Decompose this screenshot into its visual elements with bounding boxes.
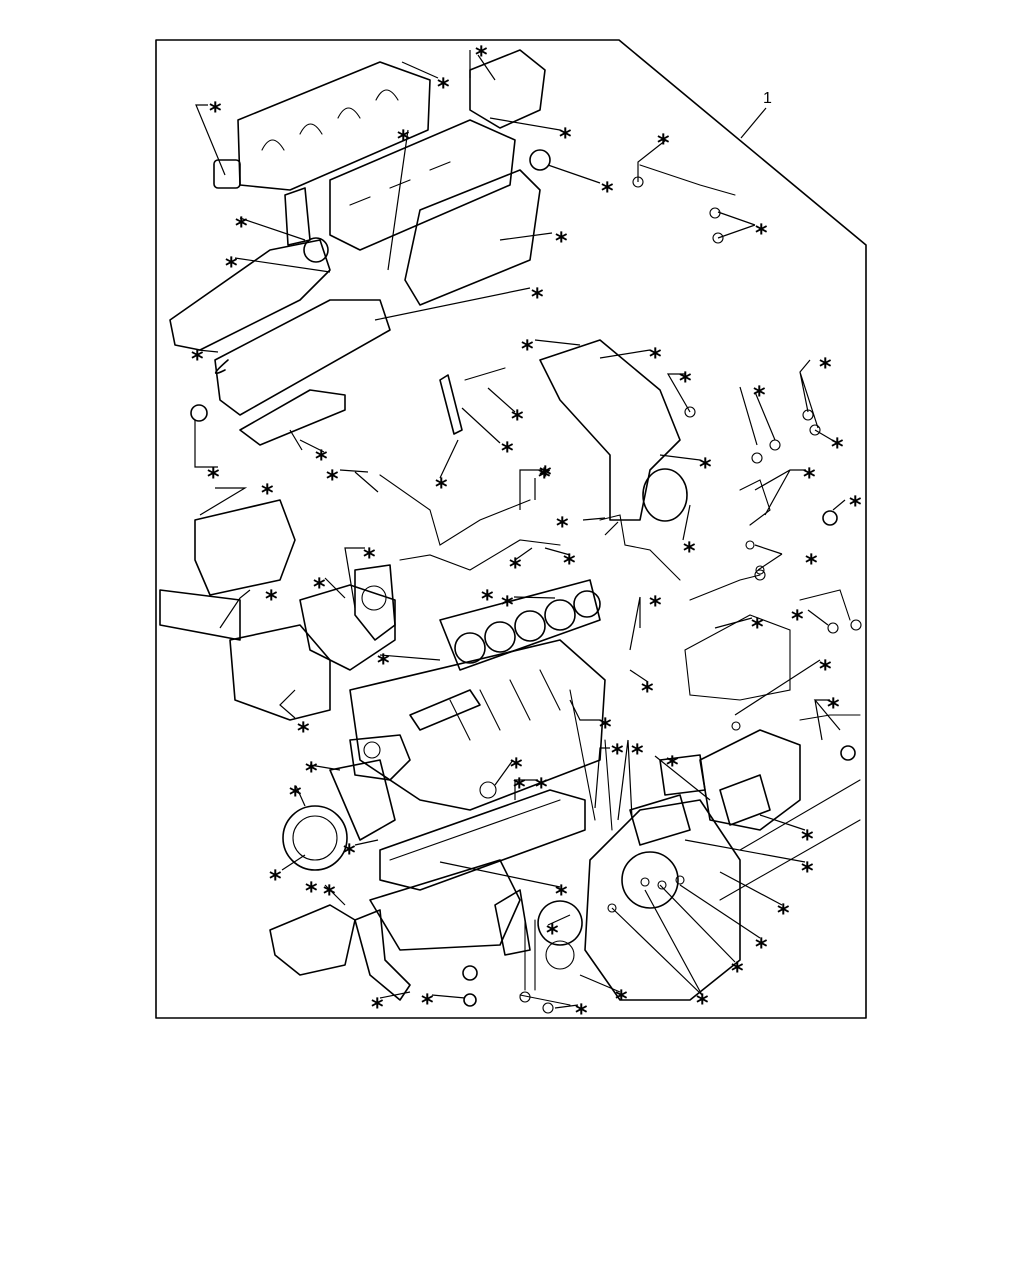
item-marker: *	[501, 437, 514, 465]
item-marker: *	[531, 283, 544, 311]
item-marker: *	[559, 123, 572, 151]
item-marker: *	[611, 739, 624, 767]
item-marker: *	[207, 463, 220, 491]
item-marker: *	[315, 445, 328, 473]
item-marker: *	[225, 252, 238, 280]
item-marker: *	[819, 655, 832, 683]
item-marker: *	[631, 739, 644, 767]
item-marker: *	[397, 125, 410, 153]
item-marker: *	[555, 227, 568, 255]
assembly-leader	[740, 107, 767, 139]
item-marker: *	[751, 613, 764, 641]
item-marker: *	[323, 880, 336, 908]
item-marker: *	[289, 781, 302, 809]
item-marker: *	[696, 989, 709, 1017]
item-marker: *	[615, 985, 628, 1013]
item-marker: *	[755, 219, 768, 247]
item-marker: *	[575, 999, 588, 1027]
item-marker: *	[649, 343, 662, 371]
item-marker: *	[755, 933, 768, 961]
item-marker: *	[363, 543, 376, 571]
item-marker: *	[819, 353, 832, 381]
item-marker: *	[641, 677, 654, 705]
diagram-frame	[155, 39, 867, 1019]
item-marker: *	[481, 585, 494, 613]
item-marker: *	[437, 73, 450, 101]
item-marker: *	[831, 433, 844, 461]
item-marker: *	[539, 461, 552, 489]
item-marker: *	[501, 591, 514, 619]
item-marker: *	[699, 453, 712, 481]
item-marker: *	[601, 177, 614, 205]
item-marker: *	[343, 839, 356, 867]
parts-line-art	[159, 49, 862, 1014]
item-marker: *	[753, 381, 766, 409]
item-marker: *	[546, 919, 559, 947]
item-marker: *	[313, 573, 326, 601]
item-marker: *	[731, 957, 744, 985]
item-marker: *	[657, 129, 670, 157]
item-marker: *	[511, 405, 524, 433]
item-marker: *	[535, 773, 548, 801]
item-marker: *	[513, 773, 526, 801]
item-marker: *	[509, 553, 522, 581]
item-marker: *	[475, 41, 488, 69]
item-marker: *	[297, 717, 310, 745]
item-marker: *	[377, 649, 390, 677]
item-marker: *	[371, 993, 384, 1021]
item-marker: *	[827, 693, 840, 721]
item-marker: *	[235, 212, 248, 240]
item-marker: *	[599, 713, 612, 741]
item-marker: *	[683, 537, 696, 565]
item-marker: *	[666, 751, 679, 779]
item-marker: *	[805, 549, 818, 577]
item-marker: *	[538, 463, 551, 491]
item-marker: *	[269, 865, 282, 893]
item-marker: *	[803, 463, 816, 491]
assembly-number-label: 1	[763, 90, 772, 107]
item-marker: *	[791, 605, 804, 633]
item-marker: *	[305, 877, 318, 905]
item-marker: *	[261, 479, 274, 507]
item-marker: *	[209, 97, 222, 125]
item-marker: *	[563, 549, 576, 577]
item-marker: *	[510, 753, 523, 781]
item-marker: *	[305, 757, 318, 785]
item-marker: *	[265, 585, 278, 613]
leader-lines	[194, 50, 846, 1009]
item-markers: ****************************************…	[191, 41, 862, 1027]
item-marker: *	[326, 465, 339, 493]
item-marker: *	[555, 880, 568, 908]
item-marker: *	[849, 491, 862, 519]
item-marker: *	[521, 335, 534, 363]
item-marker: *	[679, 367, 692, 395]
item-marker: *	[421, 989, 434, 1017]
item-marker: *	[556, 512, 569, 540]
item-marker: *	[801, 825, 814, 853]
item-marker: *	[191, 345, 204, 373]
item-marker: *	[777, 899, 790, 927]
item-marker: *	[801, 857, 814, 885]
item-marker: *	[649, 591, 662, 619]
item-marker: *	[435, 473, 448, 501]
